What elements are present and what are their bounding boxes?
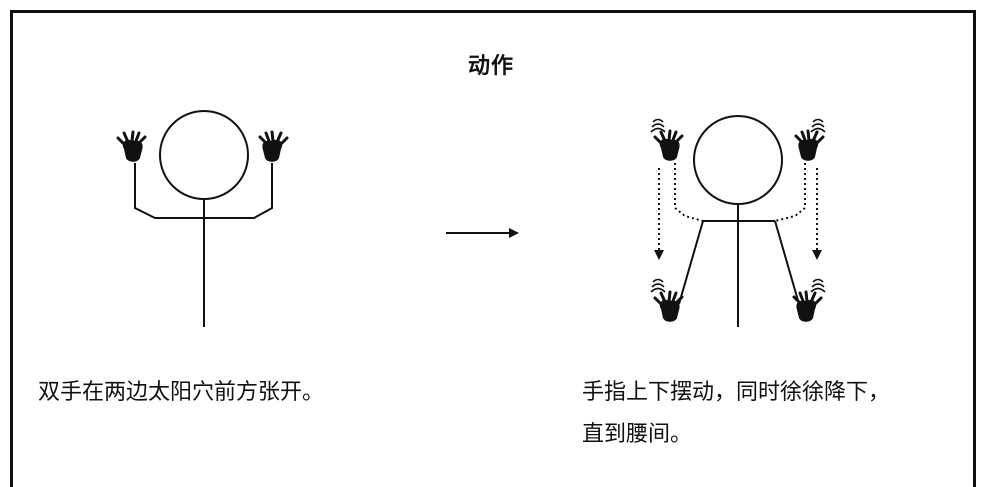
wiggle-mark-icon <box>650 278 666 293</box>
figure-right-prev-arm-right <box>774 163 806 222</box>
wiggle-mark-icon <box>810 118 826 133</box>
figure-right-prev-arm-left <box>674 163 704 222</box>
hand-icon <box>794 129 825 163</box>
wiggle-mark-icon <box>810 278 826 293</box>
figure-right-head <box>693 115 783 205</box>
hand-icon <box>116 130 147 164</box>
hand-icon <box>653 129 684 163</box>
caption-right: 手指上下摆动，同时徐徐降下， 直到腰间。 <box>582 372 890 456</box>
caption-right-line-1: 手指上下摆动，同时徐徐降下， <box>582 380 891 405</box>
figure-right-arm-left <box>678 220 704 305</box>
wiggle-mark-icon <box>650 118 666 133</box>
caption-right-line-2: 直到腰间。 <box>582 422 693 447</box>
diagram-frame <box>10 10 976 487</box>
caption-left: 双手在两边太阳穴前方张开。 <box>38 380 325 405</box>
figure-right-arm-right <box>774 220 800 305</box>
hand-icon <box>792 290 823 324</box>
figure-left-head <box>159 110 249 200</box>
hand-icon <box>653 290 684 324</box>
hand-icon <box>258 130 289 164</box>
diagram-title: 动作 <box>467 54 514 79</box>
figure-left <box>116 110 289 327</box>
figure-right <box>650 115 826 327</box>
figure-left-arms <box>134 163 273 219</box>
